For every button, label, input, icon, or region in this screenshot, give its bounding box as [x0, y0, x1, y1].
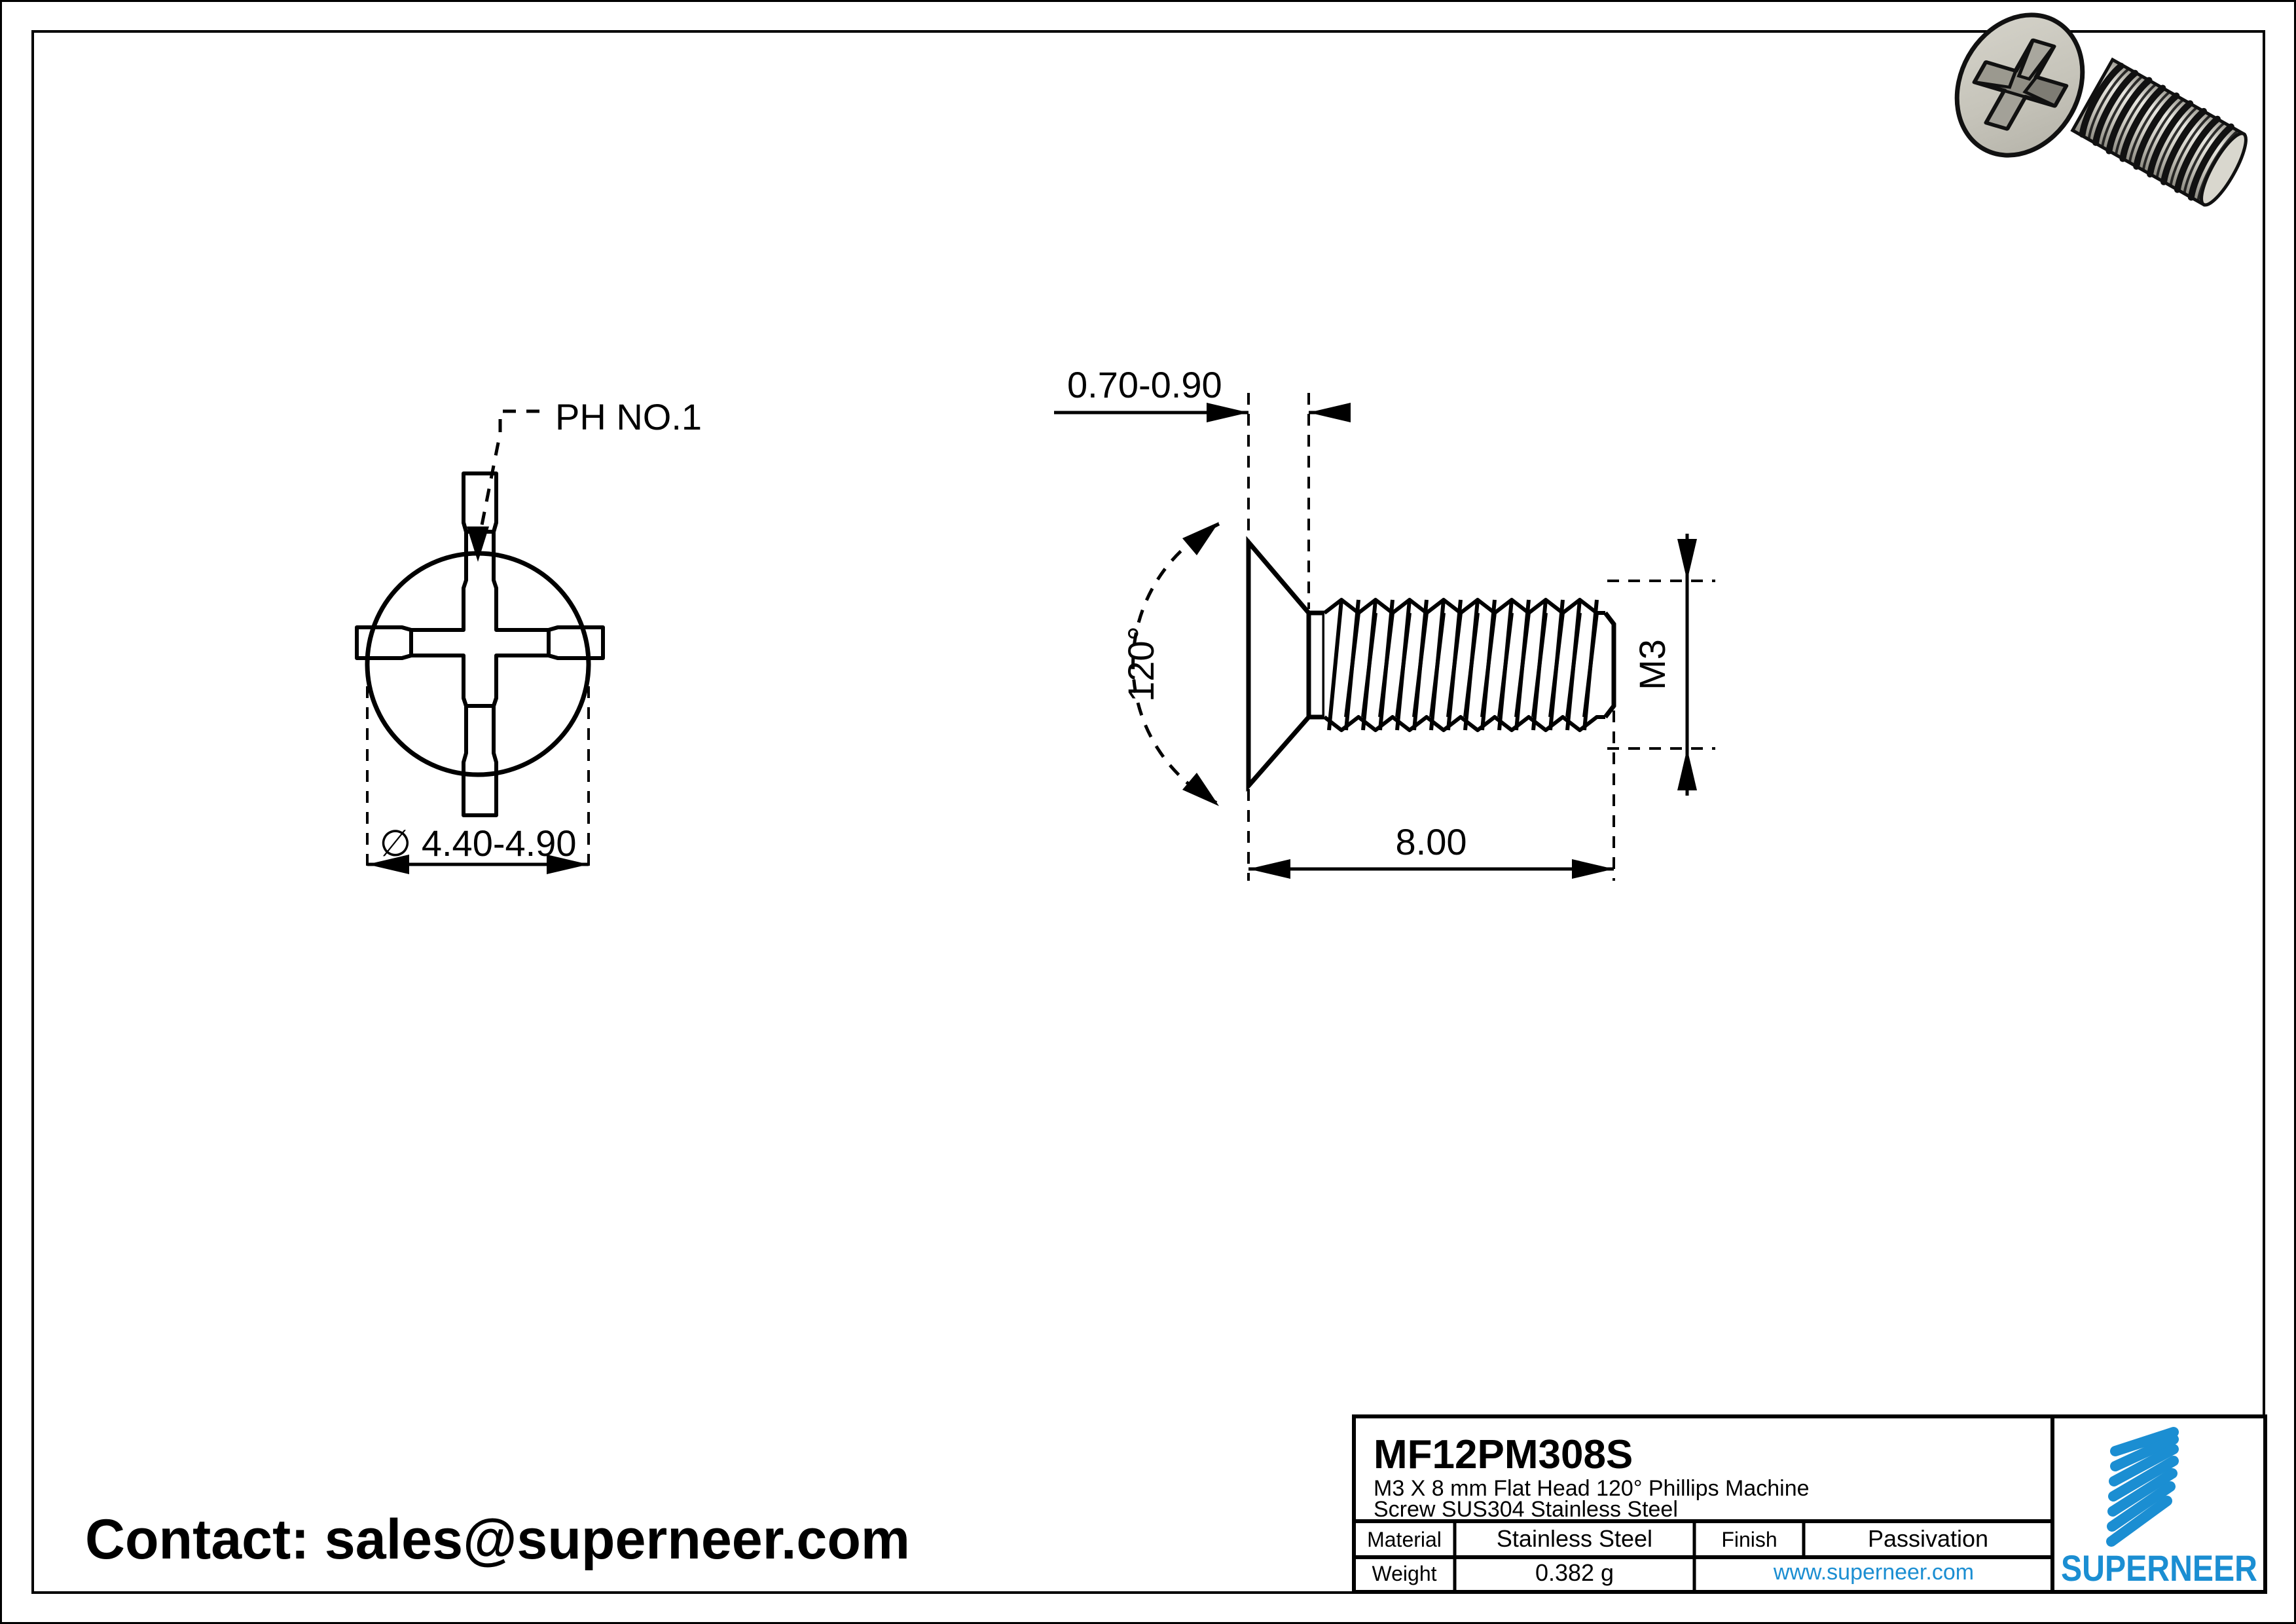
superneer-wordmark: SUPERNEER	[2061, 1547, 2257, 1589]
website-link[interactable]: www.superneer.com	[1773, 1560, 1974, 1585]
isometric-head	[1954, 12, 2085, 158]
finish-value: Passivation	[1868, 1525, 1988, 1552]
weight-value: 0.382 g	[1535, 1559, 1614, 1586]
finish-label: Finish	[1721, 1528, 1777, 1551]
front-view-head: PH NO.1 ∅ 4.40-4.90	[355, 396, 702, 874]
ph-callout-leader	[467, 409, 539, 562]
head-diameter-label: ∅ 4.40-4.90	[380, 822, 577, 864]
ph-callout-label: PH NO.1	[555, 396, 702, 437]
head-height-dimension	[1054, 393, 1351, 609]
isometric-render	[1954, 12, 2248, 207]
thread-size-label: M3	[1631, 639, 1673, 690]
thread-crest-bottom	[1323, 715, 1605, 732]
description-line-2: Screw SUS304 Stainless Steel	[1374, 1497, 1678, 1522]
screw-length-dimension	[1247, 710, 1615, 881]
thread-size-dimension	[1607, 534, 1715, 796]
head-angle-label: 120°	[1120, 626, 1161, 702]
material-label: Material	[1367, 1528, 1442, 1551]
part-number-label: MF12PM308S	[1374, 1432, 1633, 1477]
thread-end-chamfer	[1603, 611, 1616, 719]
head-height-label: 0.70-0.90	[1067, 364, 1222, 405]
phillips-cross-profile	[355, 471, 605, 817]
sheet-inner-frame	[31, 30, 2265, 1594]
head-diameter-dimension	[366, 665, 590, 874]
phillips-recess-icon	[1972, 38, 2069, 131]
isometric-shaft	[2070, 57, 2248, 207]
screw-length-label: 8.00	[1396, 821, 1467, 862]
material-value: Stainless Steel	[1497, 1525, 1652, 1552]
thread-crest-top	[1323, 598, 1605, 615]
superneer-logo-icon	[2106, 1427, 2179, 1547]
weight-label: Weight	[1372, 1562, 1436, 1585]
side-view-profile: 0.70-0.90 120° M3 8.00	[1054, 364, 1715, 881]
title-block-border	[1352, 1414, 2267, 1594]
contact-email-label: Contact: sales@superneer.com	[85, 1508, 910, 1571]
description-line-1: M3 X 8 mm Flat Head 120° Phillips Machin…	[1374, 1476, 1810, 1501]
thread-flanks	[1327, 599, 1599, 731]
head-angle-dimension	[1131, 522, 1220, 806]
title-block: MF12PM308S M3 X 8 mm Flat Head 120° Phil…	[1352, 1414, 2267, 1594]
